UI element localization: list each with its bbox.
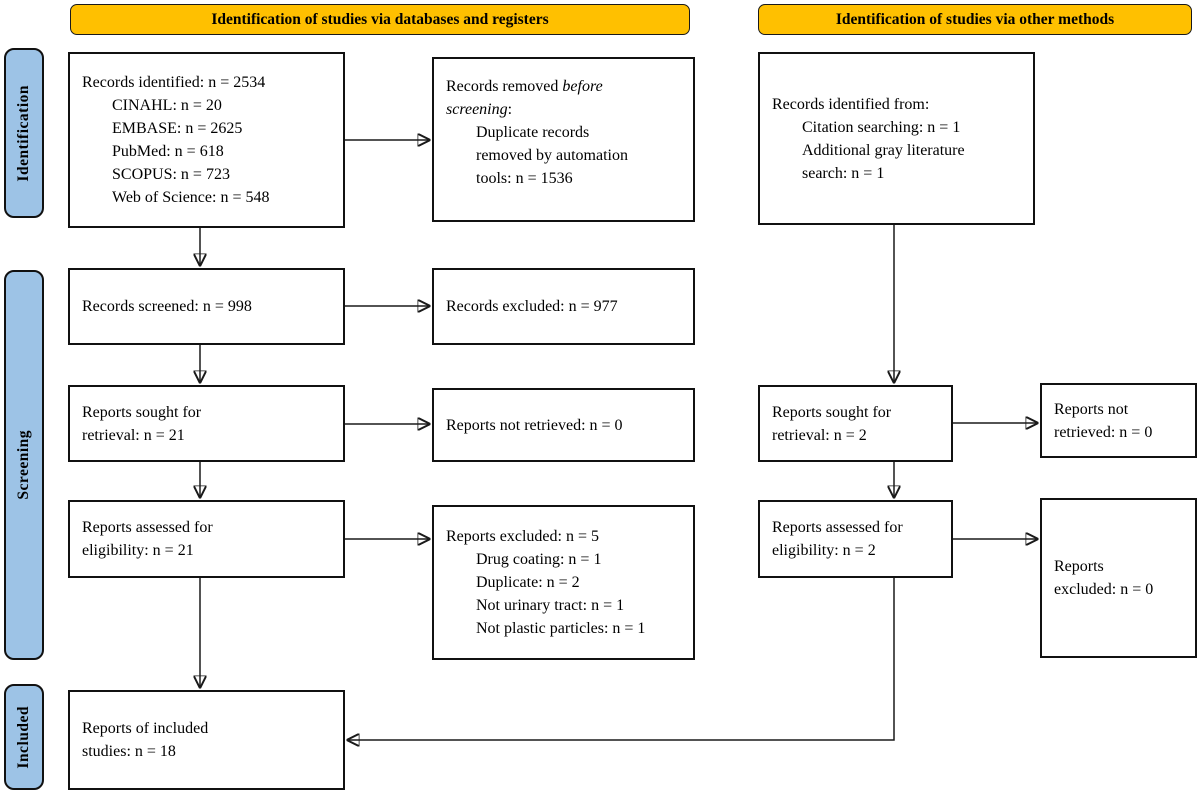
box-text-line: Reports sought for xyxy=(772,403,892,421)
box-text-line: tools: n = 1536 xyxy=(476,170,573,187)
box-text-line: eligibility: n = 21 xyxy=(82,542,194,559)
stage-identification-label: Identification xyxy=(15,84,32,182)
box-text-line: Not urinary tract: n = 1 xyxy=(476,597,625,614)
box-reports-not-retrieved: Reports not retrieved: n = 0 xyxy=(432,388,695,462)
box-text-line: Reports excluded: n = 5 xyxy=(446,528,599,545)
box-text-line: Additional gray literature xyxy=(802,141,965,159)
box-reports-sought-retrieval: Reports sought for retrieval: n = 21 xyxy=(68,385,345,462)
box-records-excluded: Records excluded: n = 977 xyxy=(432,268,695,345)
box-records-identified-other-methods: Records identified from: Citation searchi… xyxy=(758,52,1035,225)
box-text-line: CINAHL: n = 20 xyxy=(112,97,222,114)
box-text-line: Records identified: n = 2534 xyxy=(82,74,266,91)
box-text-line: Reports of included xyxy=(82,720,209,737)
header-databases-registers: Identification of studies via databases … xyxy=(70,4,690,35)
header-other-label: Identification of studies via other meth… xyxy=(835,10,1115,28)
box-text-line: Records screened: n = 998 xyxy=(82,298,252,315)
box-reports-not-retrieved-other: Reports not retrieved: n = 0 xyxy=(1040,383,1197,458)
box-reports-excluded-other: Reports excluded: n = 0 xyxy=(1040,498,1197,658)
box-text-line: Citation searching: n = 1 xyxy=(802,118,961,136)
stage-included: Included xyxy=(4,684,44,790)
box-text-line: Reports not retrieved: n = 0 xyxy=(446,416,623,434)
stage-included-label: Included xyxy=(15,705,32,769)
box-reports-assessed-eligibility: Reports assessed for eligibility: n = 21 xyxy=(68,500,345,578)
box-text-line: SCOPUS: n = 723 xyxy=(112,166,230,183)
box-text-line: retrieval: n = 21 xyxy=(82,426,185,444)
box-reports-sought-retrieval-other: Reports sought for retrieval: n = 2 xyxy=(758,385,953,462)
box-text-line: removed by automation xyxy=(476,147,628,164)
stage-identification: Identification xyxy=(4,48,44,218)
box-text-line: eligibility: n = 2 xyxy=(772,542,876,559)
box-records-screened: Records screened: n = 998 xyxy=(68,268,345,345)
box-reports-assessed-eligibility-other: Reports assessed for eligibility: n = 2 xyxy=(758,500,953,578)
box-text-line: Records identified from: xyxy=(772,95,930,113)
box-text-line: Reports xyxy=(1054,558,1104,575)
box-text-line: Drug coating: n = 1 xyxy=(476,551,602,568)
box-text-line: search: n = 1 xyxy=(802,164,885,182)
box-reports-of-included-studies: Reports of included studies: n = 18 xyxy=(68,690,345,790)
header-other-methods: Identification of studies via other meth… xyxy=(758,4,1192,35)
stage-screening-label: Screening xyxy=(15,430,32,500)
box-text-line: Duplicate records xyxy=(476,124,590,141)
box-text-line: Reports not xyxy=(1054,400,1129,418)
box-text-line: excluded: n = 0 xyxy=(1054,581,1154,598)
box-text-line: Web of Science: n = 548 xyxy=(112,189,270,206)
box-text-line: screening: xyxy=(446,101,513,118)
box-text-line: retrieval: n = 2 xyxy=(772,426,867,444)
box-text-line: Records removed before xyxy=(446,78,603,95)
box-text-line: Not plastic particles: n = 1 xyxy=(476,620,646,637)
box-text-line: retrieved: n = 0 xyxy=(1054,423,1153,441)
box-text-line: Duplicate: n = 2 xyxy=(476,574,580,591)
box-reports-excluded-with-reasons: Reports excluded: n = 5 Drug coating: n =… xyxy=(432,505,695,660)
box-text-line: Records excluded: n = 977 xyxy=(446,298,618,315)
box-text-line: Reports assessed for xyxy=(82,519,213,536)
box-text-line: EMBASE: n = 2625 xyxy=(112,120,243,137)
box-text-line: PubMed: n = 618 xyxy=(112,143,224,160)
box-text-line: Reports sought for xyxy=(82,403,202,421)
stage-screening: Screening xyxy=(4,270,44,660)
box-text-line: studies: n = 18 xyxy=(82,743,176,760)
header-databases-label: Identification of studies via databases … xyxy=(211,10,549,28)
box-text-line: Reports assessed for xyxy=(772,519,903,536)
box-records-removed-before-screening: Records removed before screening: Duplicat… xyxy=(432,57,695,222)
